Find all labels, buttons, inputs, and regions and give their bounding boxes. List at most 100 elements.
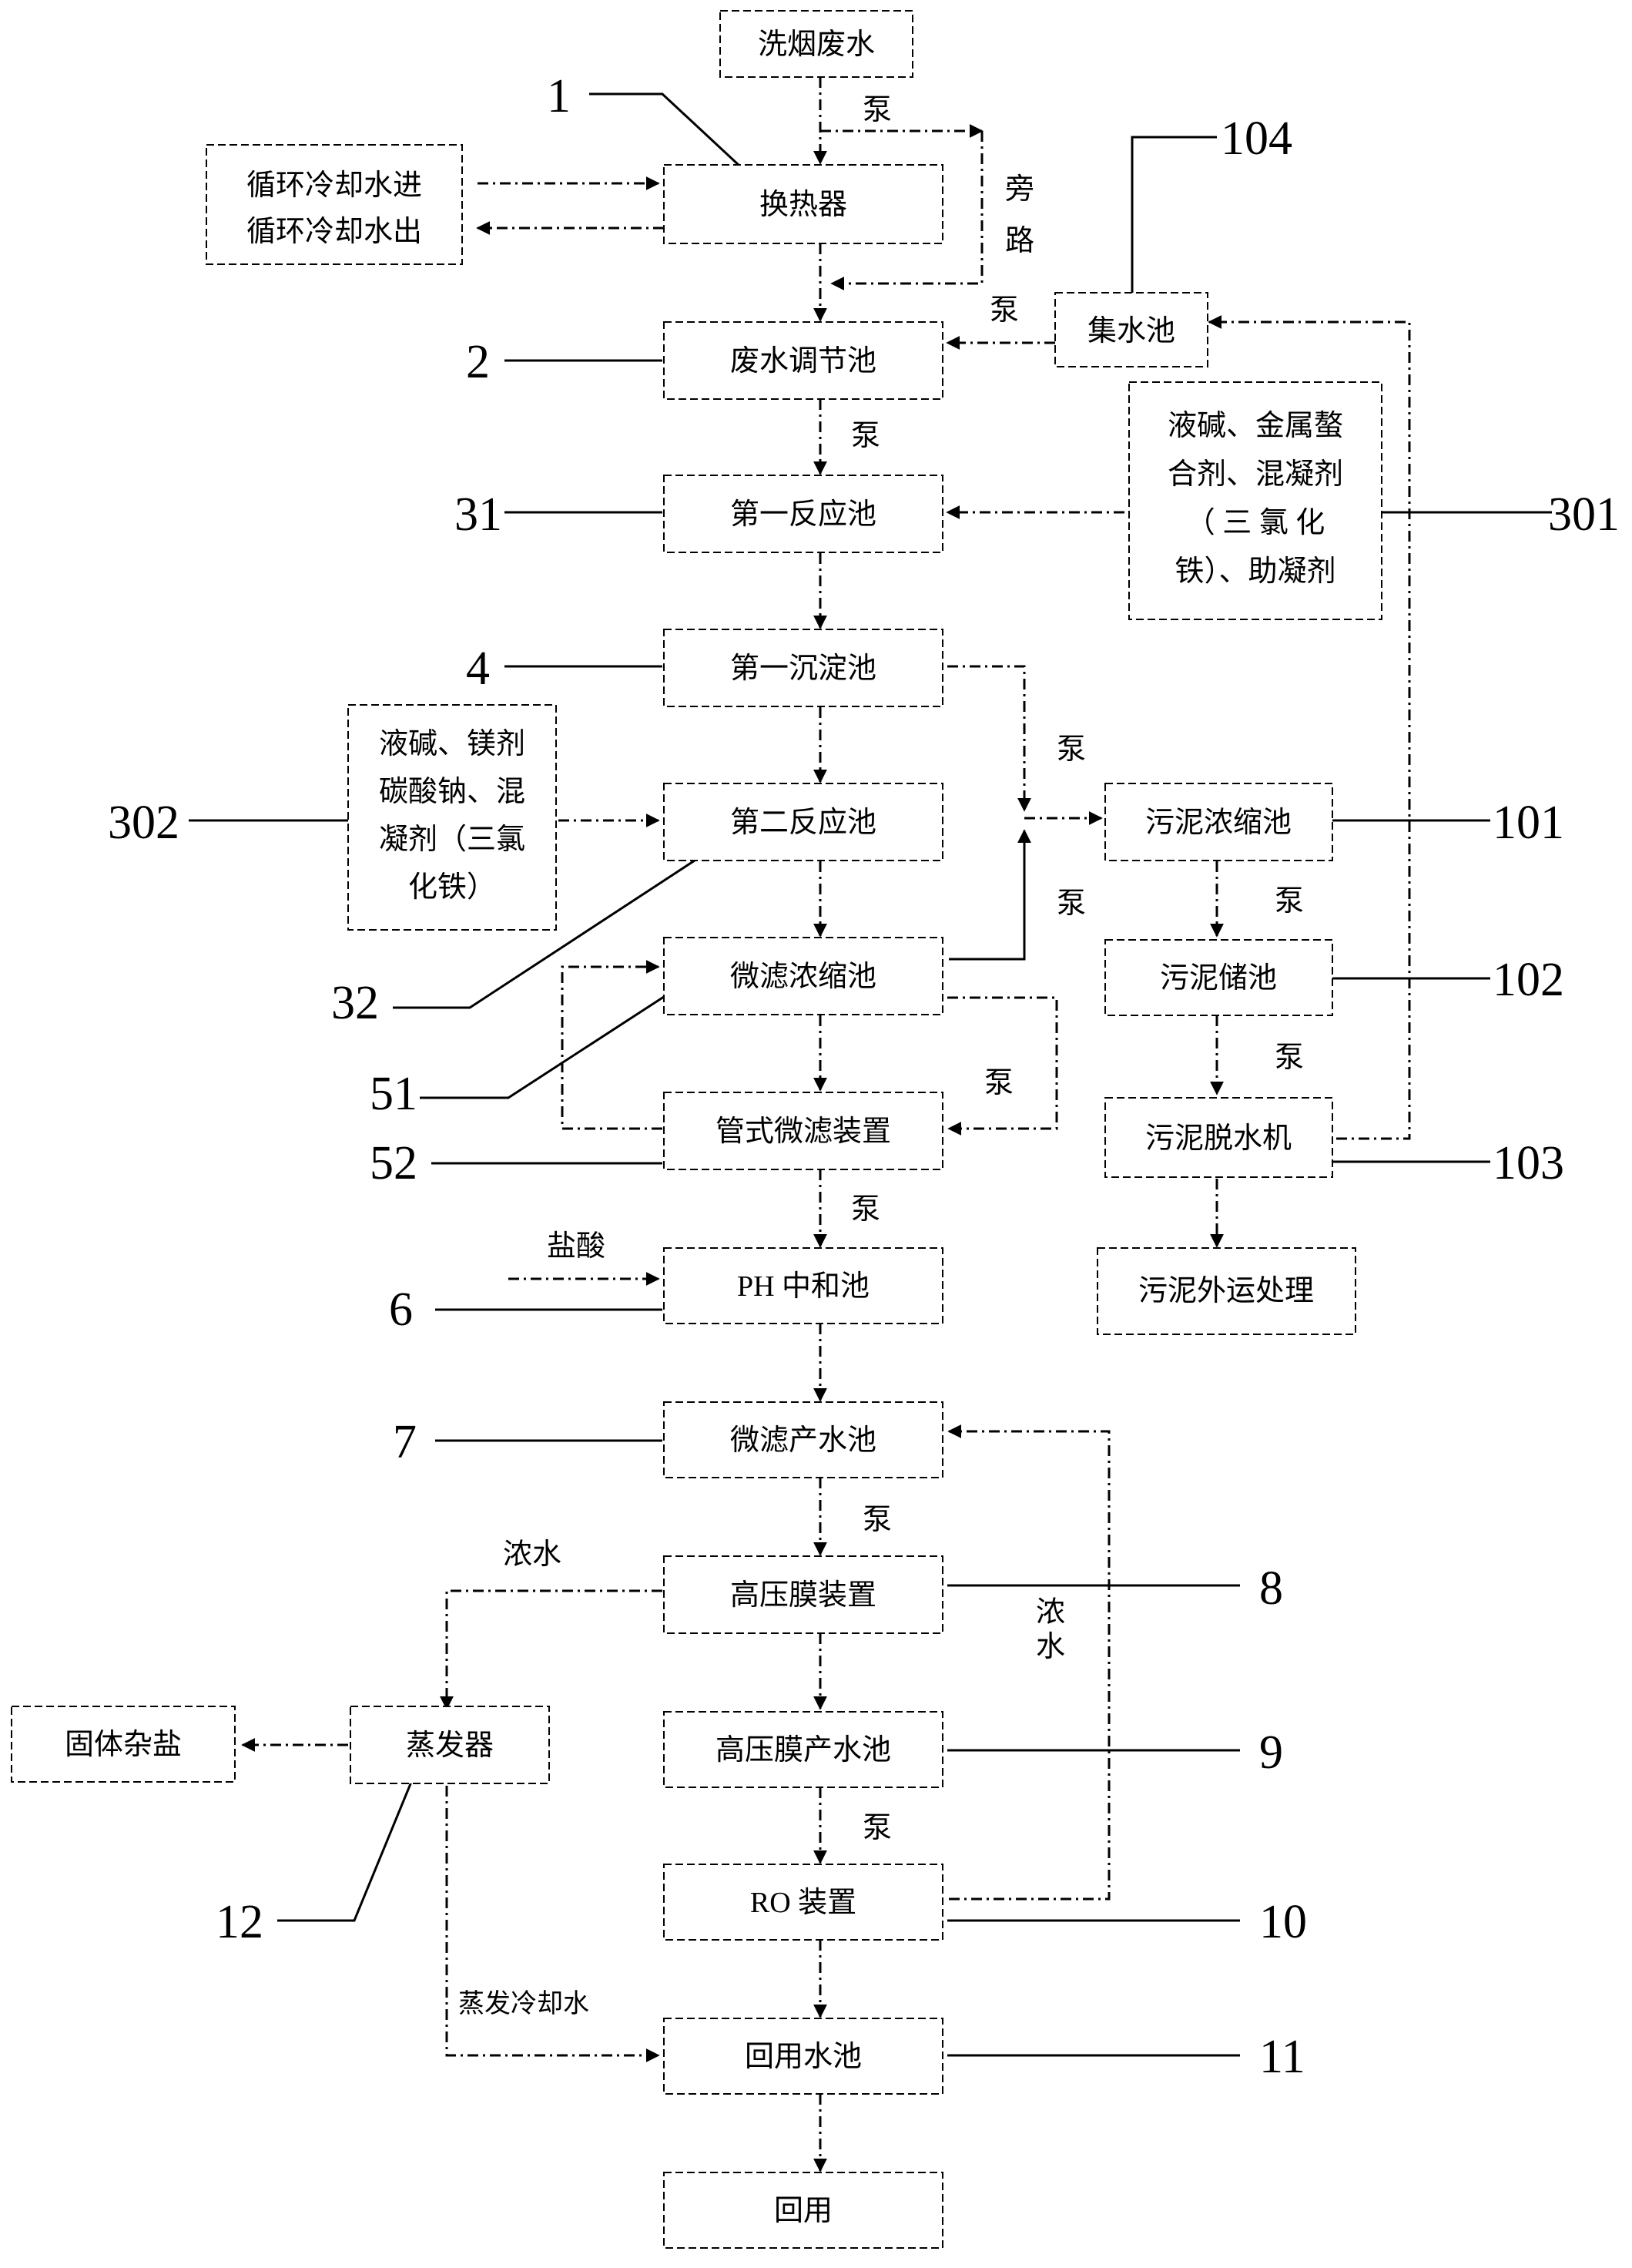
node-hp-product-tank: 高压膜产水池 [663, 1711, 943, 1788]
node-tubular-mf: 管式微滤装置 [663, 1092, 943, 1170]
pump-label: 泵 [863, 1504, 892, 1536]
node-label: 第二反应池 [730, 807, 876, 839]
ref-number: 10 [1259, 1896, 1307, 1948]
node-mf-product-tank: 微滤产水池 [663, 1401, 943, 1478]
ref-number: 31 [454, 488, 502, 541]
node-label: 回用 [774, 2195, 833, 2227]
flow-lines [241, 77, 1411, 2172]
node-label: 第一沉淀池 [730, 653, 876, 685]
node-label: 换热器 [759, 189, 847, 221]
concentrate-label: 水 [1036, 1631, 1065, 1663]
reagents-1-line: 合剂、混凝剂 [1168, 458, 1343, 491]
leader-32 [393, 857, 698, 1009]
cooling-water-out-label: 循环冷却水出 [246, 216, 422, 248]
node-label: 管式微滤装置 [715, 1116, 891, 1148]
leader-51 [420, 992, 669, 1099]
ref-number: 12 [216, 1896, 263, 1948]
ref-number: 302 [108, 797, 179, 849]
pump-label: 泵 [1275, 885, 1304, 918]
pump-label: 泵 [851, 420, 880, 452]
ref-number: 2 [466, 336, 490, 388]
pump-label: 泵 [851, 1193, 880, 1226]
node-wastewater-in: 洗烟废水 [719, 10, 913, 78]
leader-104 [1131, 136, 1217, 300]
flow-hp-concentrate [440, 1589, 662, 1710]
ref-number: 101 [1493, 797, 1564, 849]
reagents-1-line: （ 三 氯 化 [1186, 507, 1325, 539]
leader-lines [189, 92, 1552, 2057]
ref-number: 32 [331, 977, 379, 1029]
ref-number: 4 [466, 642, 490, 695]
node-reaction-tank-1: 第一反应池 [663, 475, 943, 553]
hcl-label: 盐酸 [547, 1230, 605, 1263]
ref-number: 8 [1259, 1562, 1283, 1615]
node-label: 第一反应池 [730, 498, 876, 531]
reagents-1-line: 液碱、金属螯 [1168, 410, 1343, 442]
flow-bypass-return [830, 131, 984, 290]
ref-number: 52 [370, 1137, 417, 1189]
node-label: 污泥脱水机 [1145, 1122, 1292, 1155]
reference-numbers: 1 104 2 31 301 4 302 101 32 102 51 52 10… [108, 70, 1620, 2083]
evap-cooling-label: 蒸发冷却水 [458, 1989, 589, 2018]
node-label: 微滤产水池 [730, 1424, 876, 1457]
ref-number: 104 [1221, 112, 1292, 165]
flow-evap-cooling [445, 1786, 660, 2062]
ref-number: 7 [393, 1416, 417, 1468]
pump-label: 泵 [863, 94, 892, 126]
node-hp-membrane: 高压膜装置 [663, 1555, 943, 1634]
reagents-2-line: 化铁） [408, 871, 496, 904]
leader-1 [589, 92, 741, 167]
flow-s1-sludge [947, 665, 1031, 812]
node-reagents-1: 液碱、金属螯 合剂、混凝剂 （ 三 氯 化 铁）、助凝剂 [1128, 381, 1382, 620]
ref-number: 6 [389, 1283, 413, 1336]
node-label: 高压膜装置 [730, 1579, 876, 1612]
node-reaction-tank-2: 第二反应池 [663, 783, 943, 861]
pump-label: 泵 [1275, 1042, 1304, 1074]
node-label: 废水调节池 [730, 345, 876, 377]
reagents-1-line: 铁）、助凝剂 [1175, 555, 1335, 588]
pump-label: 泵 [984, 1067, 1014, 1099]
flow-mfc-sludge [949, 829, 1031, 961]
node-label: 高压膜产水池 [715, 1734, 891, 1766]
node-cooling-water: 循环冷却水进 循环冷却水出 [206, 144, 463, 265]
pump-label: 泵 [863, 1812, 892, 1844]
reagents-2-line: 液碱、镁剂 [379, 728, 525, 760]
node-reuse: 回用 [663, 2172, 943, 2249]
ref-number: 51 [370, 1068, 417, 1120]
node-ph-tank: PH 中和池 [663, 1247, 943, 1324]
node-reagents-2: 液碱、镁剂 碳酸钠、混 凝剂（三氯 化铁） [347, 704, 557, 931]
flow-ro-concentrate [947, 1424, 1111, 1901]
ref-number: 301 [1548, 488, 1620, 541]
leader-12 [277, 1733, 433, 1922]
node-ro: RO 装置 [663, 1864, 943, 1941]
node-label: 集水池 [1087, 315, 1175, 347]
flow-labels: 泵 旁 路 泵 泵 泵 泵 泵 泵 泵 泵 盐酸 泵 浓水 浓 水 泵 蒸发冷却… [458, 94, 1304, 2018]
node-label: RO 装置 [750, 1887, 856, 1919]
node-sedimentation-tank-1: 第一沉淀池 [663, 629, 943, 707]
pump-label: 泵 [1057, 733, 1086, 766]
node-label: 污泥浓缩池 [1145, 807, 1292, 839]
bypass-label: 路 [1005, 225, 1034, 257]
flow-tmf-return [561, 960, 662, 1130]
node-sludge-disposal: 污泥外运处理 [1097, 1247, 1356, 1335]
ref-number: 103 [1493, 1137, 1564, 1189]
node-sludge-thickener: 污泥浓缩池 [1104, 783, 1333, 861]
node-mf-concentrate-tank: 微滤浓缩池 [663, 937, 943, 1015]
pump-label: 泵 [990, 294, 1019, 327]
node-label: 污泥外运处理 [1138, 1275, 1314, 1307]
node-solid-salt: 固体杂盐 [11, 1706, 236, 1783]
ref-number: 9 [1259, 1726, 1283, 1779]
node-evaporator: 蒸发器 [350, 1706, 550, 1784]
node-sludge-dewaterer: 污泥脱水机 [1104, 1097, 1333, 1178]
ref-number: 102 [1493, 954, 1564, 1006]
reagents-2-line: 碳酸钠、混 [379, 776, 525, 808]
ref-number: 11 [1259, 2031, 1305, 2083]
ref-number: 1 [547, 70, 571, 122]
node-heat-exchanger: 换热器 [663, 164, 943, 244]
concentrate-label: 浓 [1036, 1596, 1065, 1629]
node-collection-tank: 集水池 [1054, 292, 1208, 367]
node-label: 微滤浓缩池 [730, 961, 876, 993]
flow-mfc-to-tmf-side [947, 996, 1058, 1136]
cooling-water-in-label: 循环冷却水进 [246, 169, 422, 202]
